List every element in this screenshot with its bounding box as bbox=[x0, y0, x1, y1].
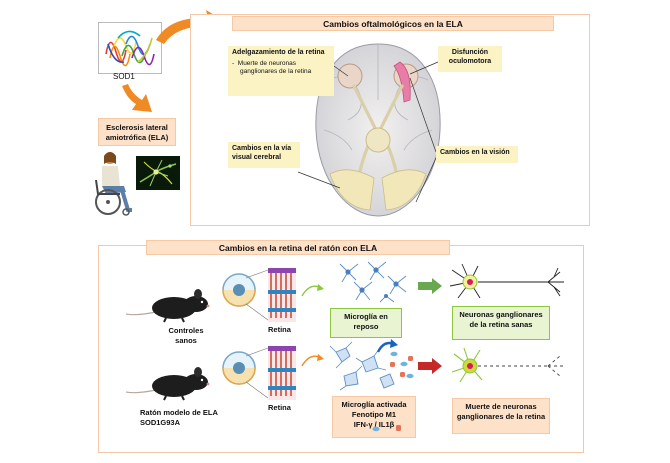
resting-microglia-label: Microglía en reposo bbox=[330, 308, 402, 338]
ophthalmic-changes-title: Cambios oftalmológicos en la ELA bbox=[232, 16, 554, 31]
activated-microglia-label: Microglía activada Fenotipo M1 IFN-γ / I… bbox=[332, 396, 416, 438]
sod1-protein-structure-icon bbox=[105, 30, 155, 67]
retina-label-bottom: Retina bbox=[268, 403, 291, 412]
cytokines-text: IFN-γ / IL1β bbox=[353, 420, 395, 429]
cytokines-label: IFN-γ / IL1β bbox=[335, 420, 413, 430]
healthy-rgc-label: Neuronas ganglionares de la retina sanas bbox=[452, 306, 550, 340]
neuron-micrograph-icon bbox=[136, 156, 180, 190]
red-arrow-icon bbox=[418, 358, 442, 374]
als-model-label: Ratón modelo de ELA SOD1G93A bbox=[140, 408, 218, 427]
curved-arrow-bottom-icon bbox=[301, 354, 324, 367]
activated-microglia-icon bbox=[329, 341, 414, 391]
cytokine-release-arrow-icon bbox=[376, 339, 398, 353]
mouse-retina-title: Cambios en la retina del ratón con ELA bbox=[146, 240, 450, 255]
orange-arrow-to-ela-icon bbox=[122, 84, 152, 112]
curved-arrow-top-icon bbox=[301, 284, 324, 297]
il1b-icon bbox=[396, 425, 401, 431]
ela-box: Esclerosis lateral amiotrófica (ELA) bbox=[98, 118, 176, 146]
retina-thinning-bullet-text: Muerte de neuronas ganglionares de la re… bbox=[237, 59, 312, 75]
resting-microglia-icon bbox=[339, 261, 407, 303]
dying-ganglion-neuron-icon bbox=[451, 347, 564, 383]
brain-visual-pathway-icon bbox=[315, 43, 441, 217]
als-retina-layers-icon bbox=[268, 346, 296, 400]
rgc-death-label: Muerte de neuronas ganglionares de la re… bbox=[452, 398, 550, 434]
healthy-eye-icon bbox=[222, 273, 256, 307]
controls-label: Controles sanos bbox=[168, 326, 204, 345]
retina-thinning-title: Adelgazamiento de la retina bbox=[232, 49, 325, 56]
retina-label-top: Retina bbox=[268, 325, 291, 334]
oculomotor-dysfunction-label: Disfunción oculomotora bbox=[438, 46, 502, 72]
vision-changes-label: Cambios en la visión bbox=[436, 146, 518, 163]
healthy-ganglion-neuron-icon bbox=[449, 263, 564, 299]
healthy-retina-layers-icon bbox=[268, 268, 296, 322]
visual-pathway-label: Cambios en la vía visual cerebral bbox=[228, 142, 300, 168]
green-arrow-icon bbox=[418, 278, 442, 294]
wheelchair-patient-icon bbox=[95, 152, 132, 216]
als-mouse-icon bbox=[125, 367, 210, 401]
ifn-gamma-icon bbox=[372, 426, 380, 432]
healthy-mouse-icon bbox=[125, 289, 210, 323]
retina-thinning-bullet: - Muerte de neuronas ganglionares de la … bbox=[232, 59, 312, 75]
retina-thinning-label: Adelgazamiento de la retina - Muerte de … bbox=[228, 46, 334, 96]
als-eye-icon bbox=[222, 351, 256, 385]
sod1-label: SOD1 bbox=[113, 72, 135, 81]
activated-microglia-title: Microglía activada Fenotipo M1 bbox=[341, 400, 407, 419]
